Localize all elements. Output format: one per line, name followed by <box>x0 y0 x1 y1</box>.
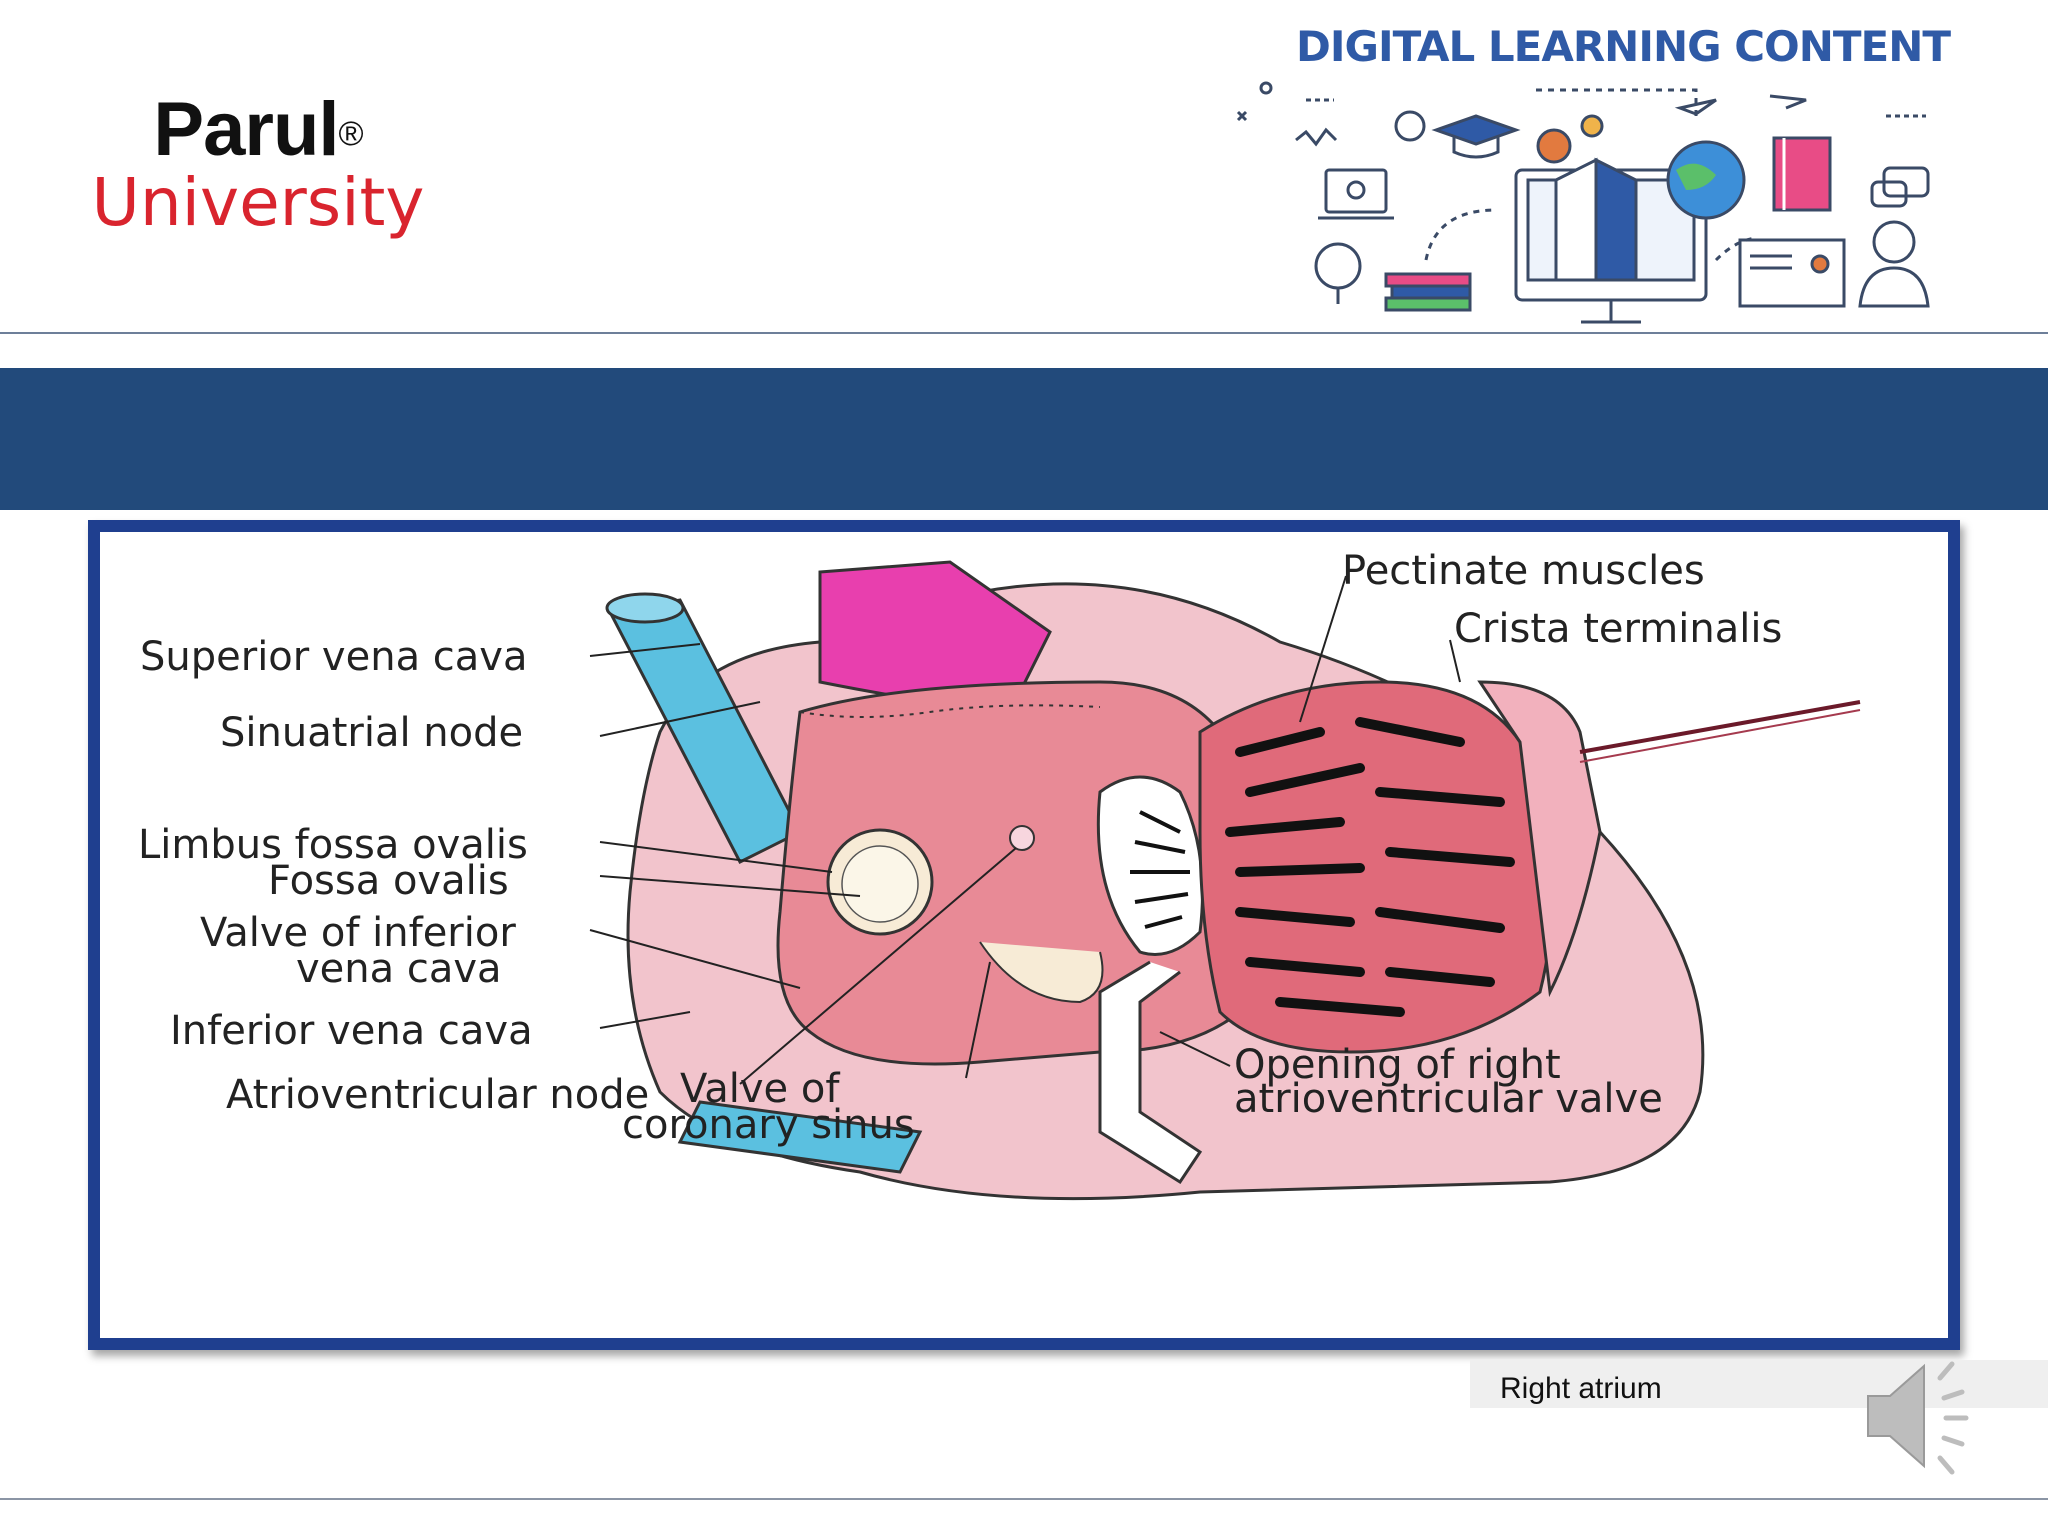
label-opening-line1: Opening of right <box>1234 1042 1561 1088</box>
dlc-title: DIGITAL LEARNING CONTENT <box>1296 22 1951 71</box>
tricuspid-opening-shape <box>1096 775 1204 956</box>
label-sinuatrial-node: Sinuatrial node <box>220 710 523 756</box>
right-atrium-diagram: Superior vena cava Sinuatrial node Limbu… <box>138 548 1861 1201</box>
av-node-shape <box>1009 825 1035 851</box>
crista-terminalis-shape <box>1477 680 1602 998</box>
label-opening-line2: atrioventricular valve <box>1234 1076 1663 1122</box>
education-illustration-icon <box>1236 60 1930 324</box>
label-superior-vena-cava: Superior vena cava <box>140 634 527 680</box>
label-limbus-fossa-ovalis: Limbus fossa ovalis <box>138 822 528 868</box>
label-valve-cs-line1: Valve of <box>680 1066 840 1112</box>
title-banner <box>0 368 2048 510</box>
coronary-sinus-valve-shape <box>979 941 1104 1004</box>
label-fossa-ovalis: Fossa ovalis <box>268 858 509 904</box>
label-valve-cs-line2: coronary sinus <box>622 1102 915 1148</box>
diagram-frame: Superior vena cava Sinuatrial node Limbu… <box>88 520 1960 1350</box>
label-pectinate-muscles: Pectinate muscles <box>1342 548 1705 594</box>
inferior-vena-cava-shape <box>677 1100 923 1174</box>
pectinate-muscles-shape <box>1198 680 1555 1054</box>
speaker-icon[interactable] <box>1860 1354 1970 1478</box>
label-inferior-vena-cava: Inferior vena cava <box>170 1008 533 1054</box>
logo-name: Parul® <box>153 87 364 172</box>
fossa-ovalis-shape <box>841 845 919 923</box>
label-valve-ivc-line1: Valve of inferior <box>200 910 516 956</box>
registered-mark: ® <box>338 115 364 153</box>
header-divider <box>0 332 2048 334</box>
university-logo: Parul® University <box>88 88 428 238</box>
footer-divider <box>0 1498 2048 1500</box>
label-crista-terminalis: Crista terminalis <box>1454 606 1782 652</box>
diagram-caption: Right atrium <box>1500 1372 1662 1405</box>
label-valve-ivc-line2: vena cava <box>296 946 502 992</box>
logo-subtitle: University <box>91 164 425 241</box>
label-av-node: Atrioventricular node <box>226 1072 649 1118</box>
